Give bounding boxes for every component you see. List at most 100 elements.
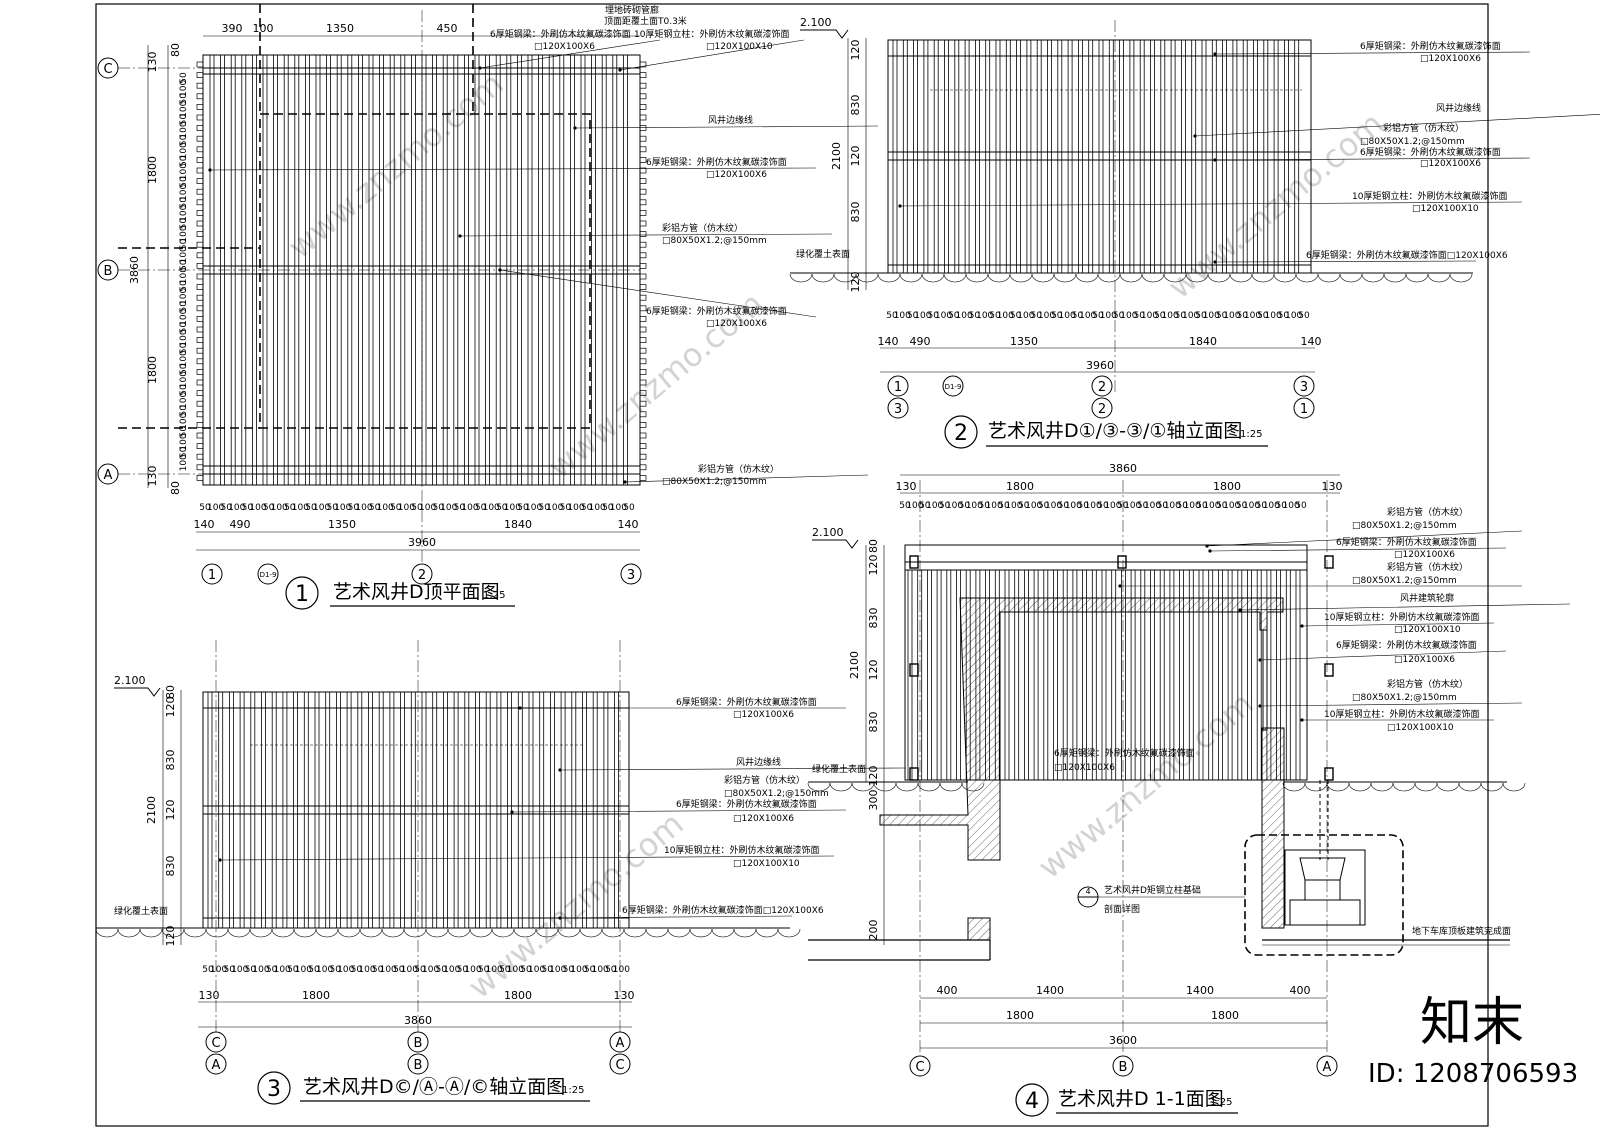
svg-text:50: 50 — [560, 503, 572, 513]
svg-text:绿化覆土表面: 绿化覆土表面 — [796, 248, 850, 260]
svg-text:1840: 1840 — [1189, 335, 1217, 348]
svg-text:100: 100 — [1038, 311, 1055, 321]
svg-text:B: B — [414, 1058, 423, 1073]
svg-text:50: 50 — [886, 311, 898, 321]
svg-text:100: 100 — [179, 371, 189, 388]
footing-detail-cloud — [1244, 834, 1404, 956]
callout-text: □120X100X10 — [1394, 625, 1461, 635]
callout-text: 6厚矩钢梁：外刷仿木纹氟碳漆饰面 — [1336, 536, 1477, 548]
svg-text:50: 50 — [1077, 501, 1089, 511]
svg-text:地下车库顶板建筑完成面: 地下车库顶板建筑完成面 — [1412, 925, 1511, 937]
axis-bubble-a: A — [609, 1031, 631, 1053]
svg-text:100: 100 — [926, 501, 943, 511]
svg-text:50: 50 — [1051, 311, 1063, 321]
svg-text:100: 100 — [179, 412, 189, 429]
svg-text:100: 100 — [358, 965, 375, 975]
svg-text:100: 100 — [1085, 501, 1102, 511]
svg-text:50: 50 — [351, 965, 363, 975]
watermark-brand: 知末 — [1420, 993, 1524, 1053]
svg-text:50: 50 — [1038, 501, 1050, 511]
svg-text:100: 100 — [179, 454, 189, 471]
svg-text:490: 490 — [910, 335, 931, 348]
svg-text:50: 50 — [563, 965, 575, 975]
elev3-title: 3 艺术风井D©/Ⓐ-Ⓐ/©轴立面图 1:25 — [257, 1071, 590, 1105]
svg-text:140: 140 — [194, 518, 215, 531]
svg-text:100: 100 — [1203, 501, 1220, 511]
svg-text:100: 100 — [986, 501, 1003, 511]
callout-text: 风井边缘线 — [736, 756, 781, 768]
svg-text:100: 100 — [1243, 501, 1260, 511]
axis-bubble-c: C — [97, 57, 119, 79]
svg-text:2100: 2100 — [145, 796, 158, 824]
axis-bubble-c2: C — [609, 1053, 631, 1075]
svg-text:1350: 1350 — [328, 518, 356, 531]
svg-text:100: 100 — [419, 503, 436, 513]
plan-edge-ticks — [196, 61, 647, 481]
svg-text:3: 3 — [267, 1077, 281, 1102]
svg-text:50: 50 — [223, 965, 235, 975]
svg-text:100: 100 — [1059, 311, 1076, 321]
axis-bubble-1b: 1 — [1293, 397, 1315, 419]
svg-text:50: 50 — [179, 363, 189, 375]
elevation-1-3: 2.100 绿化覆土表面 120 830 120 2100 830 120 50… — [789, 16, 1600, 449]
svg-text:B: B — [1119, 1060, 1128, 1075]
axis-bubble-2: 2 — [411, 563, 433, 585]
svg-text:2: 2 — [1098, 402, 1106, 417]
svg-text:1: 1 — [894, 380, 902, 395]
plan-title: 1 艺术风井D顶平面图 1:25 — [285, 576, 515, 610]
svg-text:1800: 1800 — [1213, 480, 1241, 493]
svg-text:100: 100 — [334, 503, 351, 513]
svg-text:50: 50 — [220, 503, 232, 513]
callout-text: □120X100X6 — [706, 319, 767, 329]
callout-text: 6厚矩钢梁：外刷仿木纹氟碳漆饰面 — [1360, 146, 1501, 158]
svg-text:50: 50 — [907, 311, 919, 321]
svg-text:50: 50 — [1196, 501, 1208, 511]
callout-text: □120X100X6 — [1420, 159, 1481, 169]
callout-text: 10厚矩钢立柱：外刷仿木纹氟碳漆饰面 — [1324, 611, 1479, 623]
svg-text:50: 50 — [179, 426, 189, 438]
svg-text:100: 100 — [464, 965, 481, 975]
axis-bubble-d1-9: D1-9 — [942, 375, 964, 397]
svg-text:100: 100 — [570, 965, 587, 975]
callout-text: □120X100X6 — [1054, 763, 1115, 773]
svg-text:2100: 2100 — [830, 142, 843, 170]
svg-text:3960: 3960 — [1086, 359, 1114, 372]
svg-text:50: 50 — [414, 965, 426, 975]
svg-text:D1-9: D1-9 — [260, 571, 277, 579]
svg-text:50: 50 — [499, 965, 511, 975]
svg-text:C: C — [915, 1060, 924, 1075]
svg-text:50: 50 — [1113, 311, 1125, 321]
svg-text:100: 100 — [1120, 311, 1137, 321]
svg-text:100: 100 — [252, 965, 269, 975]
svg-text:140: 140 — [618, 518, 639, 531]
svg-text:绿化覆土表面: 绿化覆土表面 — [114, 905, 168, 917]
svg-text:50: 50 — [179, 238, 189, 250]
section-frame — [904, 544, 1308, 781]
svg-text:50: 50 — [1236, 311, 1248, 321]
svg-text:3: 3 — [627, 568, 635, 583]
svg-text:100: 100 — [483, 503, 500, 513]
svg-text:1350: 1350 — [1010, 335, 1038, 348]
plan-view: C B A 1 D1-9 2 3 390 100 1350 450 80 130… — [97, 4, 879, 610]
shaft-wall-right — [1261, 727, 1285, 929]
svg-text:1: 1 — [208, 568, 216, 583]
callout-text: □120X100X10 — [1412, 204, 1479, 214]
svg-text:100: 100 — [504, 503, 521, 513]
svg-text:120: 120 — [867, 766, 880, 787]
svg-text:1800: 1800 — [1211, 1009, 1239, 1022]
svg-text:120: 120 — [867, 660, 880, 681]
callout-text: 6厚矩钢梁：外刷仿木纹氟碳漆饰面□120X100X6 — [622, 904, 824, 916]
svg-text:140: 140 — [1301, 335, 1322, 348]
svg-text:100: 100 — [401, 965, 418, 975]
svg-text:50: 50 — [308, 965, 320, 975]
svg-text:120: 120 — [164, 800, 177, 821]
svg-text:100: 100 — [528, 965, 545, 975]
callout-text: 彩铝方管（仿木纹） — [1383, 122, 1464, 134]
svg-text:50: 50 — [1175, 311, 1187, 321]
svg-text:50: 50 — [179, 322, 189, 334]
svg-text:3960: 3960 — [408, 536, 436, 549]
svg-text:www.znzmo.com: www.znzmo.com — [1031, 685, 1261, 887]
svg-text:100: 100 — [253, 22, 274, 35]
svg-text:50: 50 — [411, 503, 423, 513]
